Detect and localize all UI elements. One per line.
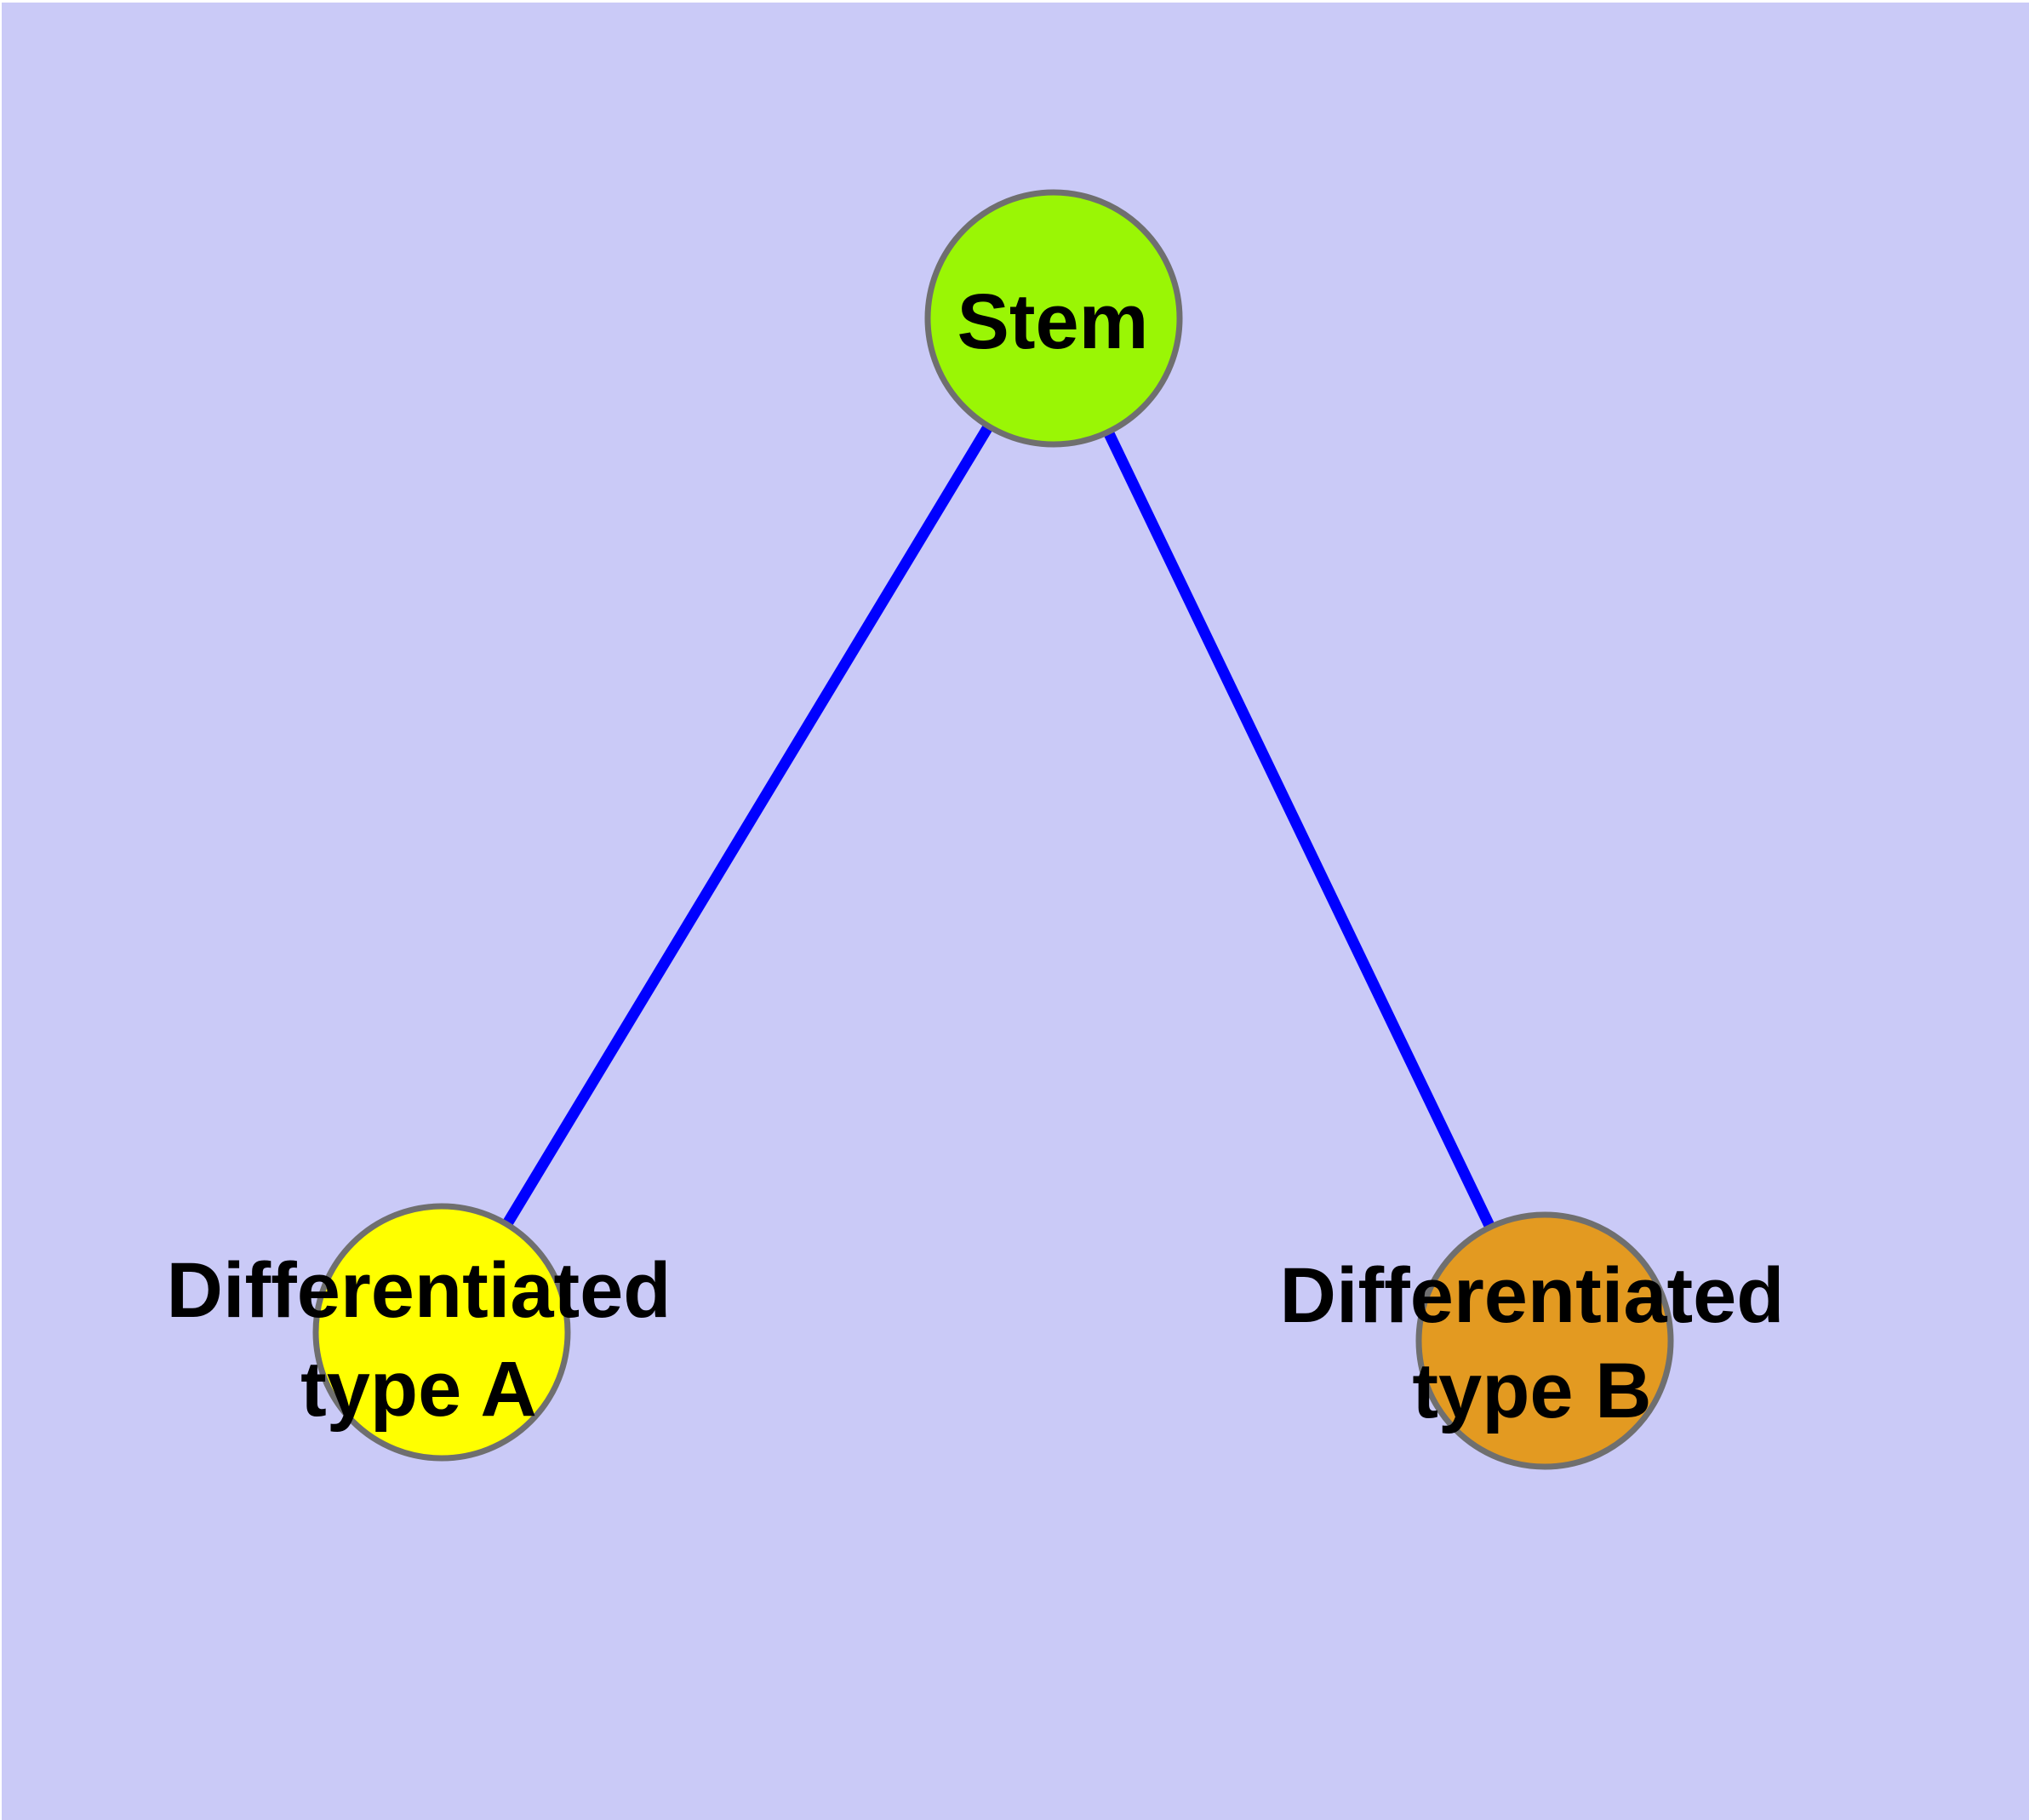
node-type-b-label-line1: Differentiated: [1280, 1252, 1785, 1339]
node-differentiated-type-a: Differentiated type A: [167, 1203, 672, 1462]
node-stem-circle: [924, 189, 1183, 448]
node-stem: Stem: [924, 189, 1183, 448]
node-type-b-label-line2: type B: [1412, 1348, 1651, 1434]
node-type-b-circle: [1415, 1211, 1674, 1470]
edge-stem-to-type-a: [437, 315, 1059, 1336]
node-type-a-circle: [312, 1203, 571, 1462]
node-differentiated-type-b: Differentiated type B: [1280, 1211, 1785, 1470]
node-type-a-label-line1: Differentiated: [167, 1247, 672, 1334]
edge-stem-to-type-b: [1049, 316, 1550, 1343]
node-stem-label: Stem: [957, 278, 1149, 365]
node-type-a-label-line2: type A: [300, 1346, 537, 1433]
